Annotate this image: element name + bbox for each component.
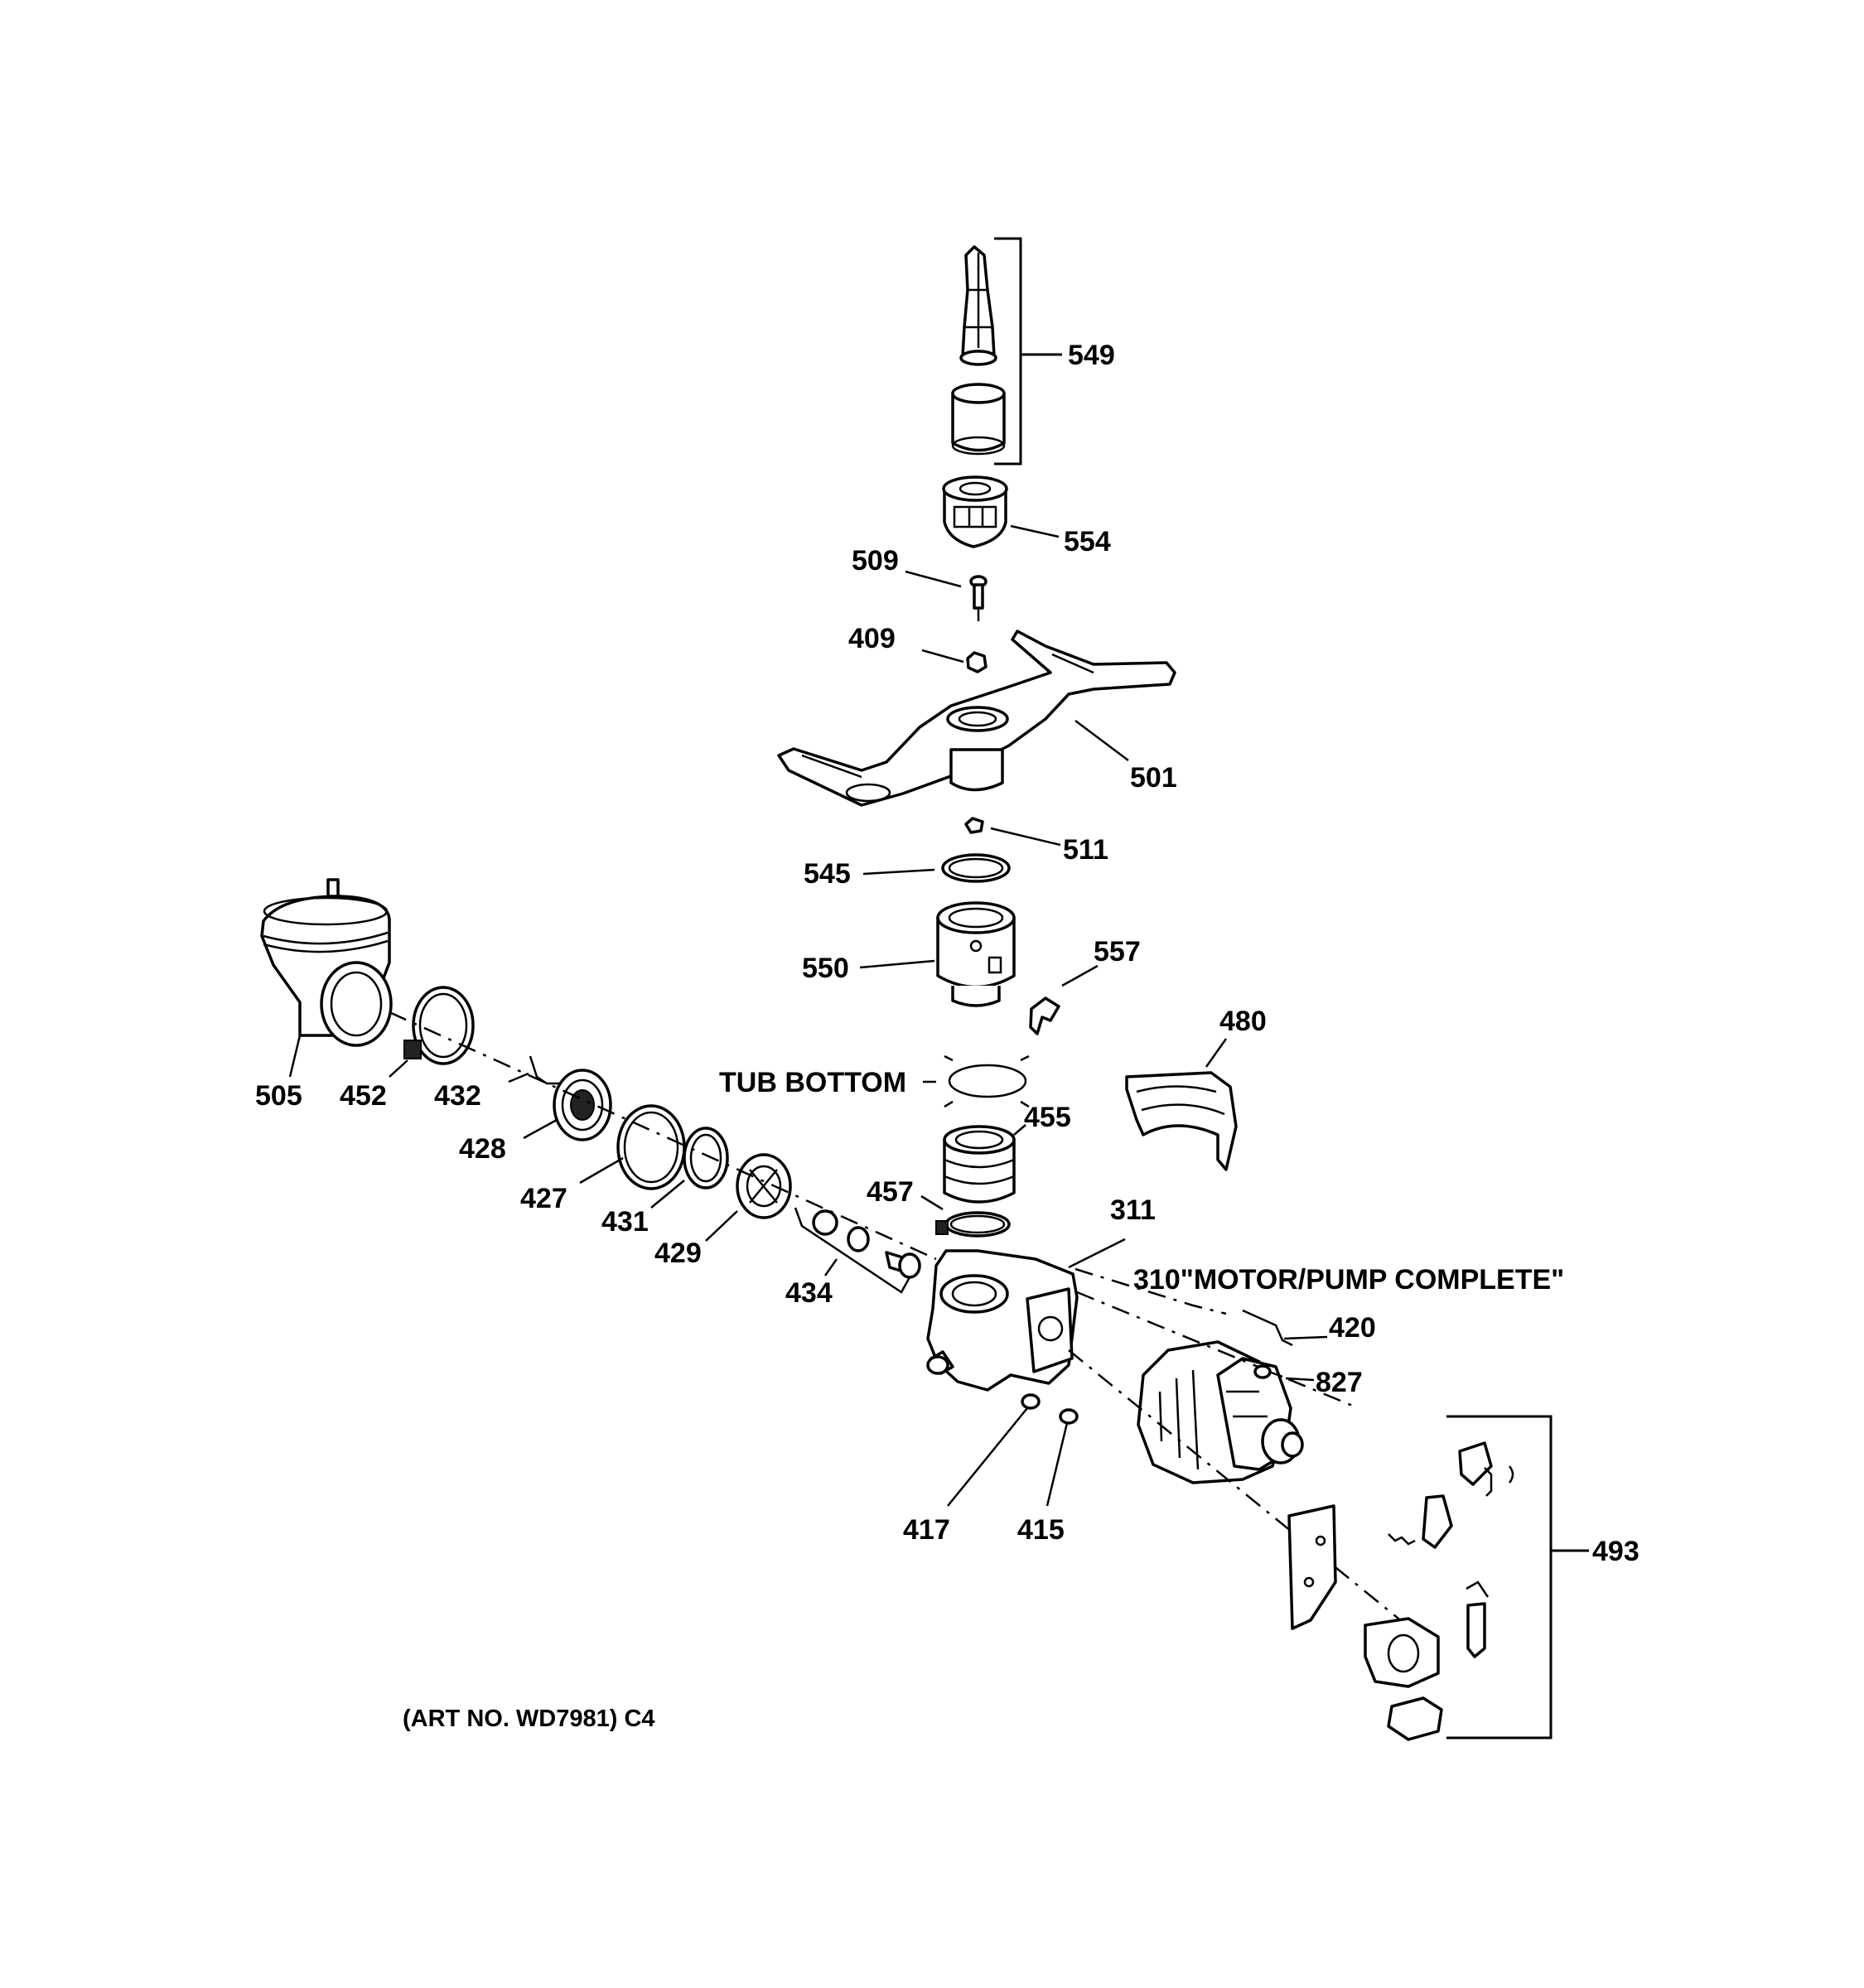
label-457: 457 [867,1176,914,1208]
part-827-screw [1253,1364,1283,1379]
label-550: 550 [802,953,849,984]
part-549-spray-tube [951,245,1006,456]
label-827: 827 [1316,1367,1363,1398]
label-310-motor-pump: 310"MOTOR/PUMP COMPLETE" [1133,1264,1564,1296]
part-434-kit [812,1209,921,1279]
label-409: 409 [848,623,896,654]
part-480-shield [1125,1071,1238,1171]
part-431-ring [683,1127,729,1189]
label-557: 557 [1094,936,1141,967]
part-428-seal [553,1069,612,1141]
label-415: 415 [1017,1514,1065,1546]
label-493: 493 [1592,1536,1639,1567]
assembly-line-solenoid [1068,1349,1426,1641]
label-545: 545 [804,858,851,890]
art-number: (ART NO. WD7981) C4 [403,1706,655,1732]
part-427-ring [616,1104,686,1190]
label-420: 420 [1329,1312,1376,1344]
bracket-434 [794,1207,911,1294]
label-434: 434 [785,1277,833,1309]
part-509-screw [969,575,988,621]
label-427: 427 [520,1183,567,1214]
part-420-clip [1242,1309,1293,1347]
label-tub-bottom: TUB BOTTOM [719,1067,906,1098]
part-511-clip [964,817,984,834]
part-505-sump [260,878,393,1047]
part-501-spray-arm [777,630,1176,807]
assembly-line-pump [389,1011,937,1261]
bracket-493 [1446,1415,1589,1740]
assembly-line-motor [1076,1291,1359,1410]
tub-bottom-ring [944,1054,1030,1108]
label-455: 455 [1024,1102,1071,1133]
label-505: 505 [255,1080,302,1112]
part-457-clamp [935,1211,1011,1238]
part-417-washer [1021,1393,1041,1410]
label-511: 511 [1063,834,1108,866]
part-415-nut [1059,1408,1079,1425]
label-509: 509 [852,545,899,577]
part-493-solenoid-kit [1287,1441,1514,1741]
part-429-impeller [736,1153,792,1219]
part-545-snap-ring [941,853,1011,883]
part-409-nut [966,651,988,673]
label-417: 417 [903,1514,950,1546]
label-429: 429 [654,1238,702,1269]
label-311: 311 [1110,1194,1156,1226]
label-549: 549 [1068,340,1115,371]
part-452-clamp [403,986,475,1065]
part-motor [1137,1340,1304,1484]
bracket-549 [994,237,1062,466]
label-431: 431 [601,1206,649,1238]
label-554: 554 [1064,526,1111,557]
part-554-adapter [942,475,1008,548]
part-550-housing [936,901,1016,1007]
label-452: 452 [340,1080,387,1112]
label-428: 428 [459,1133,506,1165]
part-432-wire [529,1055,563,1085]
label-480: 480 [1219,1006,1267,1037]
label-501: 501 [1130,762,1177,794]
assembly-line-top [1074,1267,1227,1315]
label-432: 432 [434,1080,481,1112]
part-455-bellows [943,1125,1016,1204]
part-311-pump-housing [926,1249,1079,1392]
part-557-clip [1029,996,1060,1035]
